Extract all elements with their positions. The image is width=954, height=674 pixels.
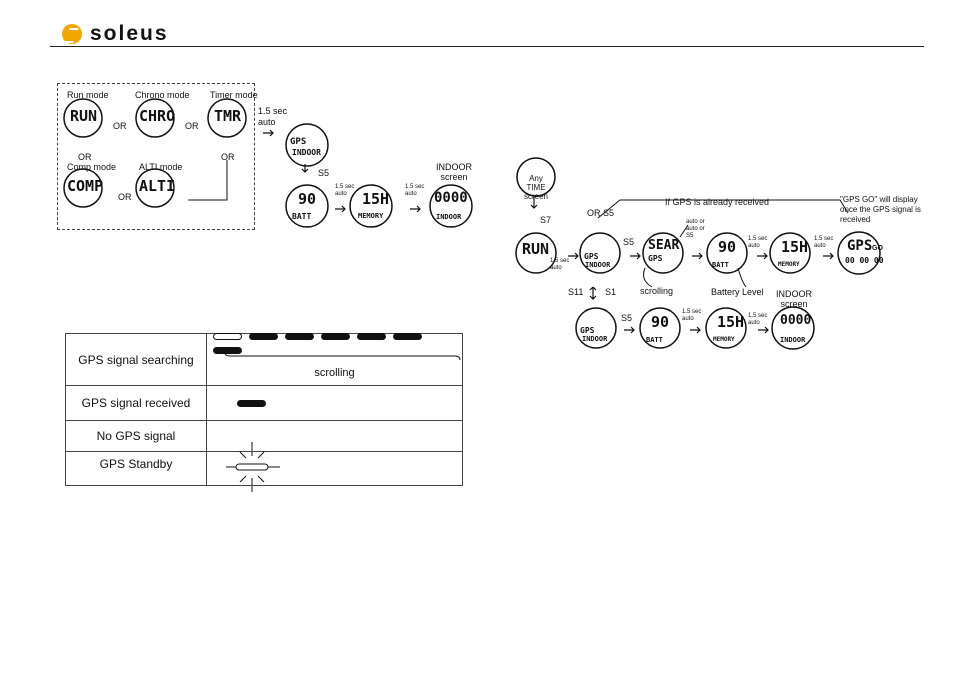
lcd-indoor-top: 0000 (780, 313, 812, 328)
auto-label: 1.5 sec auto (682, 309, 702, 322)
or-label: OR (118, 192, 132, 202)
auto-label: 1.5 sec auto (814, 236, 834, 249)
mode-label-comp: Comp mode (67, 162, 117, 172)
lcd-memory-bottom: MEMORY (778, 261, 800, 268)
row-icons (206, 385, 463, 421)
lcd-gps-go-bottom: 00 00 00 (845, 256, 884, 265)
auto-label-small: 1.5 sec auto (405, 184, 425, 197)
lcd-run: RUN (70, 107, 98, 125)
lcd-gps-go-top: GPS (847, 238, 873, 254)
row-label: GPS signal searching (65, 333, 207, 386)
lcd-gps-small: GPS (648, 254, 663, 263)
or-label: OR (221, 152, 235, 162)
or-s5-label: OR S5 (587, 208, 615, 218)
s11-label: S11 (568, 287, 584, 297)
indoor-screen-caption: INDOOR screen (436, 162, 472, 182)
gps-status-table: GPS signal searching scrolling GPS signa… (65, 332, 463, 486)
lcd-indoor-bottom: INDOOR (436, 213, 462, 221)
received-pill-icon (237, 400, 266, 407)
or-label: OR (185, 121, 199, 131)
lcd-chrono: CHRO (139, 107, 176, 125)
table-row: GPS Standby (65, 451, 463, 486)
or-label: OR (78, 152, 92, 162)
brand-name: soleus (90, 22, 169, 45)
scrolling-note: scrolling (314, 366, 355, 379)
auto-label: 1.5 sec auto (748, 236, 768, 249)
mode-group-box (57, 83, 255, 230)
table-row: GPS signal received (65, 385, 463, 421)
s5-label: S5 (318, 168, 330, 178)
lcd-indoor-top: 0000 (434, 190, 468, 206)
lcd-run: RUN (522, 240, 550, 258)
lcd-batt-bottom: BATT (646, 336, 663, 344)
row-label: GPS Standby (65, 451, 207, 486)
lcd-gps-go-side: GO (872, 245, 883, 252)
row-label: GPS signal received (65, 385, 207, 421)
battery-level-label: Battery Level (711, 287, 764, 297)
mode-label-chrono: Chrono mode (135, 90, 190, 100)
brand-logo: soleus (62, 22, 169, 46)
indoor-screen-caption: INDOOR screen (776, 289, 812, 309)
mode-label-alti: ALTI mode (139, 162, 183, 172)
soleus-logo-icon (62, 24, 82, 44)
lcd-batt-top: 90 (298, 190, 317, 208)
lcd-indoor: INDOOR (582, 335, 608, 343)
lcd-indoor-bottom: INDOOR (780, 336, 806, 344)
auto-label: 1.5 sec auto (550, 258, 570, 271)
mode-label-run: Run mode (67, 90, 109, 100)
row-label: No GPS signal (65, 420, 207, 452)
scrolling-pills (207, 329, 462, 357)
any-time-caption: Any TIME screen (523, 174, 548, 201)
lcd-sear: SEAR (648, 238, 680, 253)
lcd-timer: TMR (214, 107, 242, 125)
gps-go-note: "GPS GO" will display once the GPS signa… (840, 195, 921, 224)
lcd-indoor: INDOOR (292, 148, 321, 157)
lcd-gps: GPS (290, 137, 307, 147)
lcd-gps: GPS (584, 252, 599, 261)
s5-label: S5 (621, 313, 633, 323)
table-row: GPS signal searching scrolling (65, 332, 463, 386)
lcd-memory-bottom: MEMORY (358, 212, 384, 220)
auto-label: 1.5 sec auto (748, 313, 768, 326)
auto-or-label: auto or auto or S5 (686, 219, 705, 239)
lcd-memory-top: 15H (362, 190, 390, 208)
auto-label: 1.5 sec auto (258, 106, 288, 127)
lcd-alti: ALTI (139, 177, 176, 195)
lcd-batt-bottom: BATT (712, 261, 729, 269)
s1-label: S1 (605, 287, 617, 297)
lcd-comp: COMP (67, 177, 104, 195)
scrolling-label: scrolling (640, 286, 674, 296)
row-icons (206, 420, 463, 452)
already-received-label: If GPS is already received (665, 197, 770, 207)
lcd-indoor: INDOOR (585, 261, 611, 269)
lcd-memory-top: 15H (717, 313, 745, 331)
row-icons: scrolling (206, 332, 463, 386)
s7-label: S7 (540, 215, 552, 225)
lcd-batt-top: 90 (651, 313, 670, 331)
lcd-memory-top: 15H (781, 238, 809, 256)
lcd-gps: GPS (580, 326, 595, 335)
s5-label: S5 (623, 237, 635, 247)
table-row: No GPS signal (65, 420, 463, 452)
lcd-memory-bottom: MEMORY (713, 336, 735, 343)
or-label: OR (113, 121, 127, 131)
row-icons (206, 451, 463, 486)
mode-label-timer: Timer mode (210, 90, 258, 100)
auto-label-small: 1.5 sec auto (335, 184, 355, 197)
lcd-batt-top: 90 (718, 238, 737, 256)
lcd-batt-bottom: BATT (292, 212, 312, 221)
header-divider (50, 46, 924, 47)
